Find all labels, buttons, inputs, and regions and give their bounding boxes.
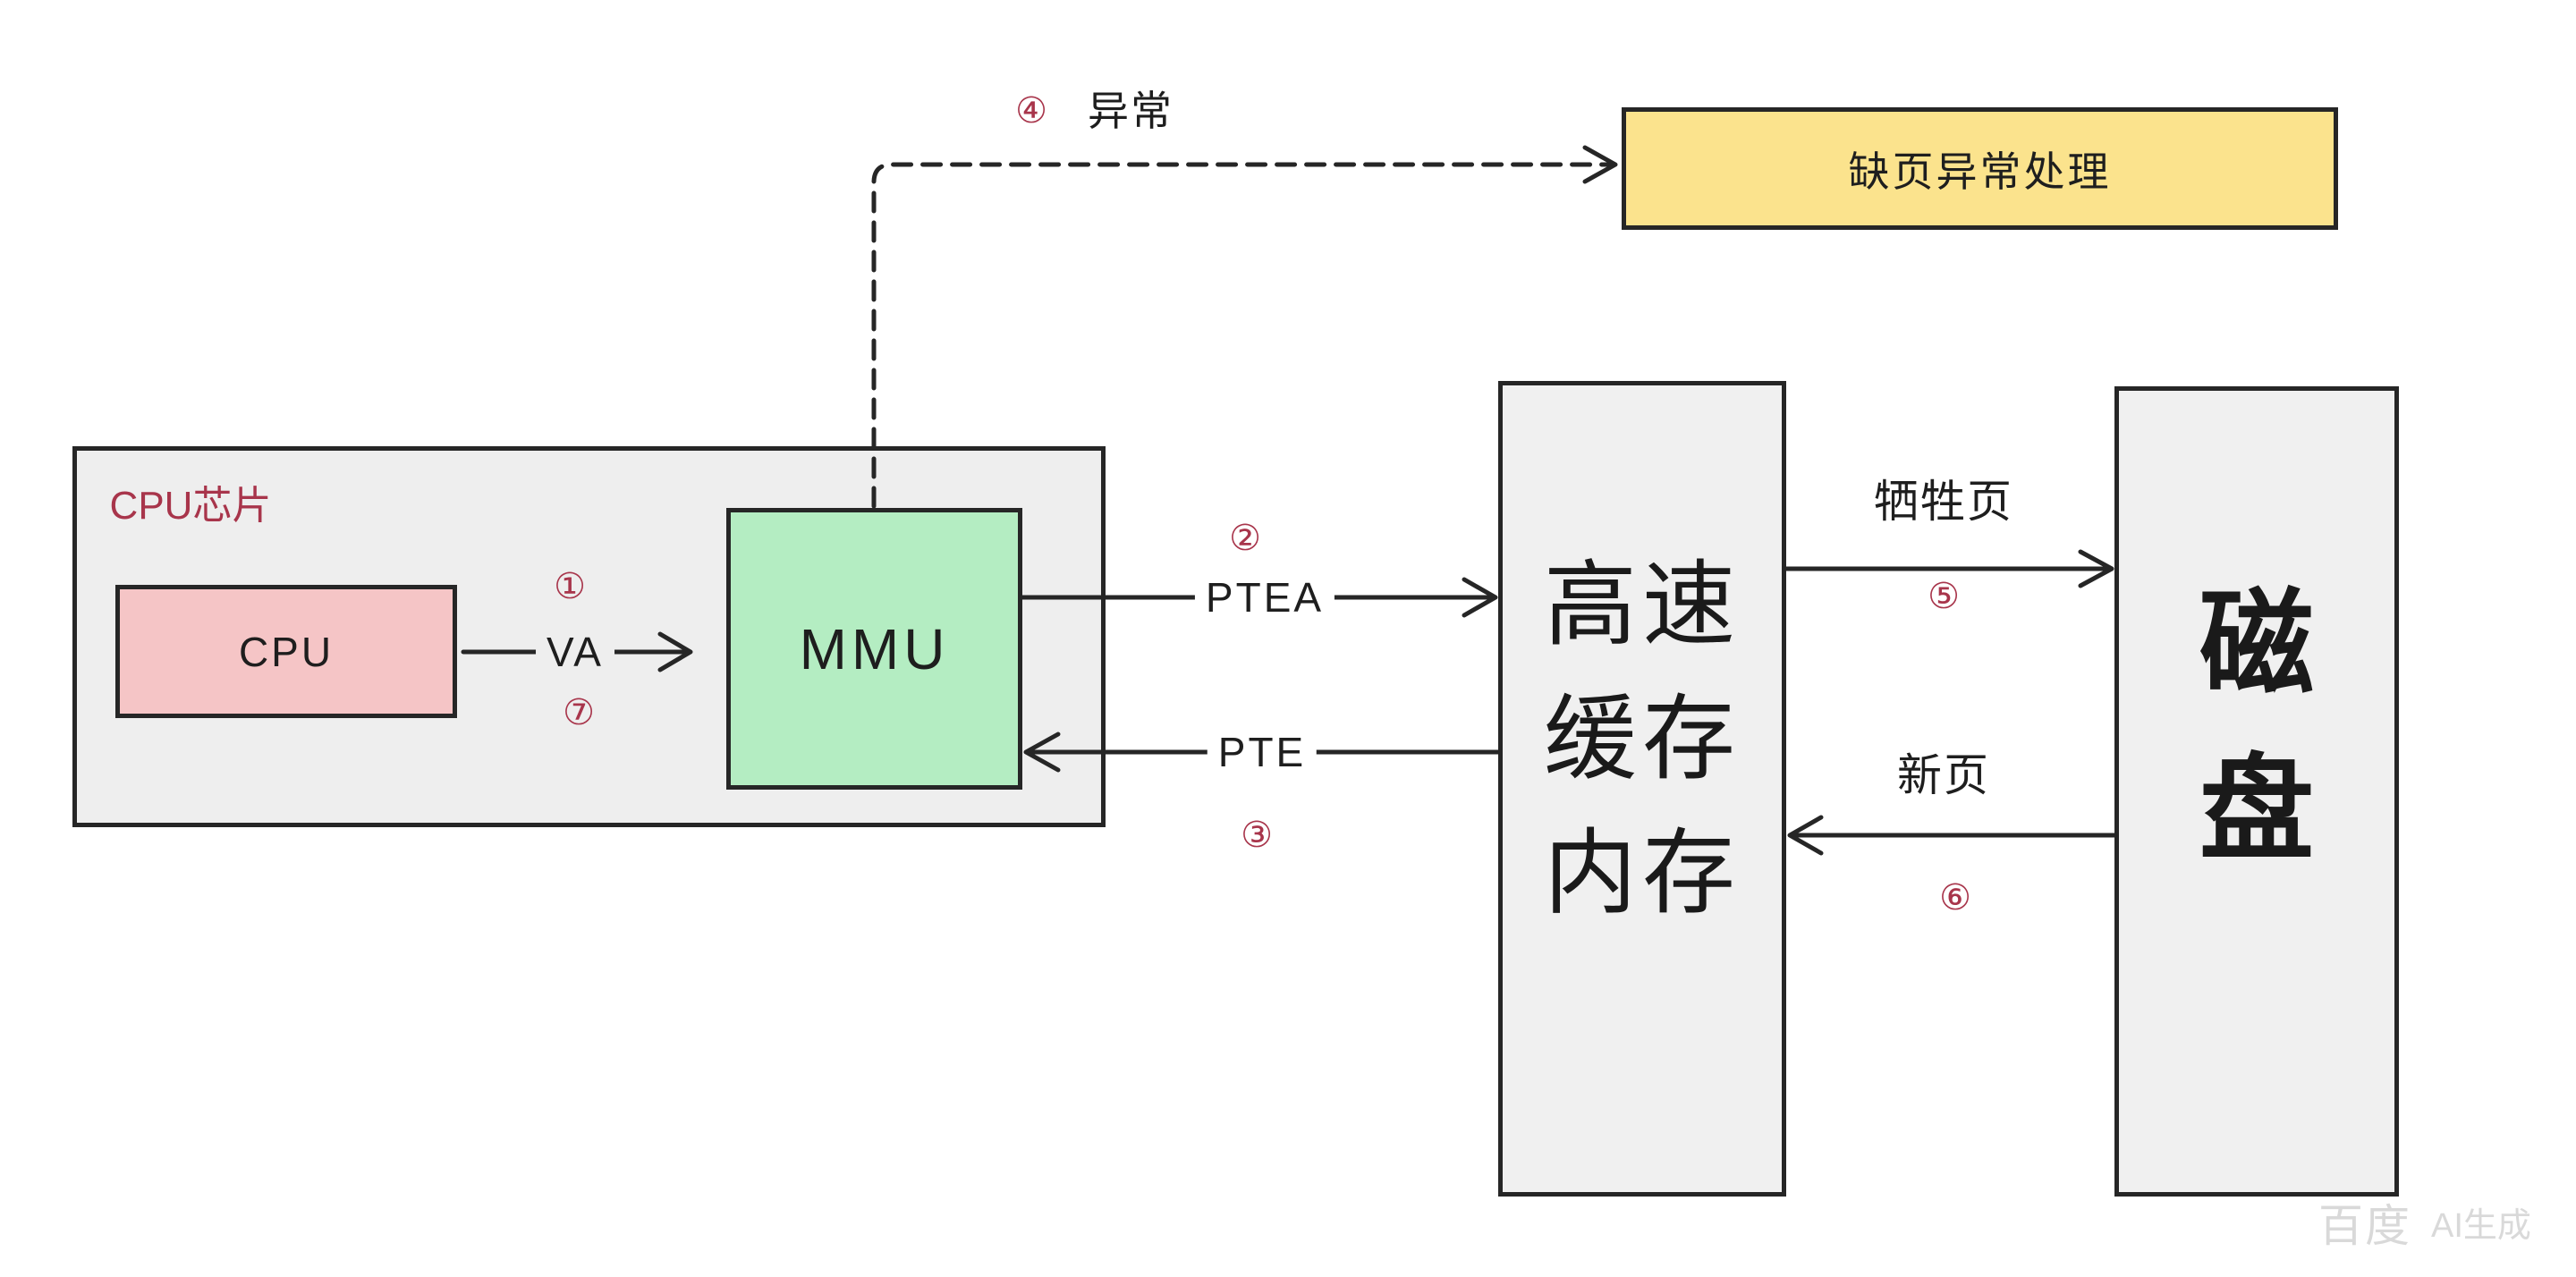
ptea-step-number: ② <box>1229 518 1261 559</box>
va-return-step-number: ⑦ <box>563 692 595 733</box>
exception-step-number: ④ <box>1015 90 1047 131</box>
victim-page-label: 牺牲页 <box>1874 477 2013 527</box>
ptea-label: PTEA <box>1194 577 1335 618</box>
cache-memory-label-line: 缓存 <box>1543 688 1741 791</box>
pte-label: PTE <box>1207 732 1318 773</box>
disk-box: 磁 盘 <box>2114 386 2399 1197</box>
cpu-box: CPU <box>115 585 457 718</box>
disk-label-line: 磁 <box>2199 580 2314 708</box>
cache-memory-label-line: 高速 <box>1543 554 1741 657</box>
cpu-label: CPU <box>238 628 335 675</box>
watermark-tag: AI生成 <box>2431 1207 2531 1245</box>
va-label: VA <box>536 631 614 672</box>
disk-label-line: 盘 <box>2199 746 2314 874</box>
cache-memory-label: 高速 缓存 内存 <box>1503 538 1782 941</box>
new-page-step-number: ⑥ <box>1939 877 1971 918</box>
cache-memory-box: 高速 缓存 内存 <box>1498 381 1786 1197</box>
cache-memory-label-line: 内存 <box>1543 822 1741 926</box>
pte-step-number: ③ <box>1241 815 1273 856</box>
new-page-arrow <box>1787 815 2117 856</box>
mmu-label: MMU <box>799 616 950 681</box>
exception-label: 异常 <box>1088 88 1174 134</box>
watermark-brand: 百度 <box>2318 1201 2411 1251</box>
cpu-chip-label: CPU芯片 <box>109 484 272 528</box>
page-fault-handler-box: 缺页异常处理 <box>1622 107 2338 230</box>
mmu-box: MMU <box>726 508 1022 790</box>
page-fault-handler-label: 缺页异常处理 <box>1848 148 2112 195</box>
victim-page-step-number: ⑤ <box>1928 576 1960 617</box>
va-step-number: ① <box>554 566 586 607</box>
new-page-label: 新页 <box>1897 750 1990 800</box>
disk-label: 磁 盘 <box>2119 562 2394 892</box>
